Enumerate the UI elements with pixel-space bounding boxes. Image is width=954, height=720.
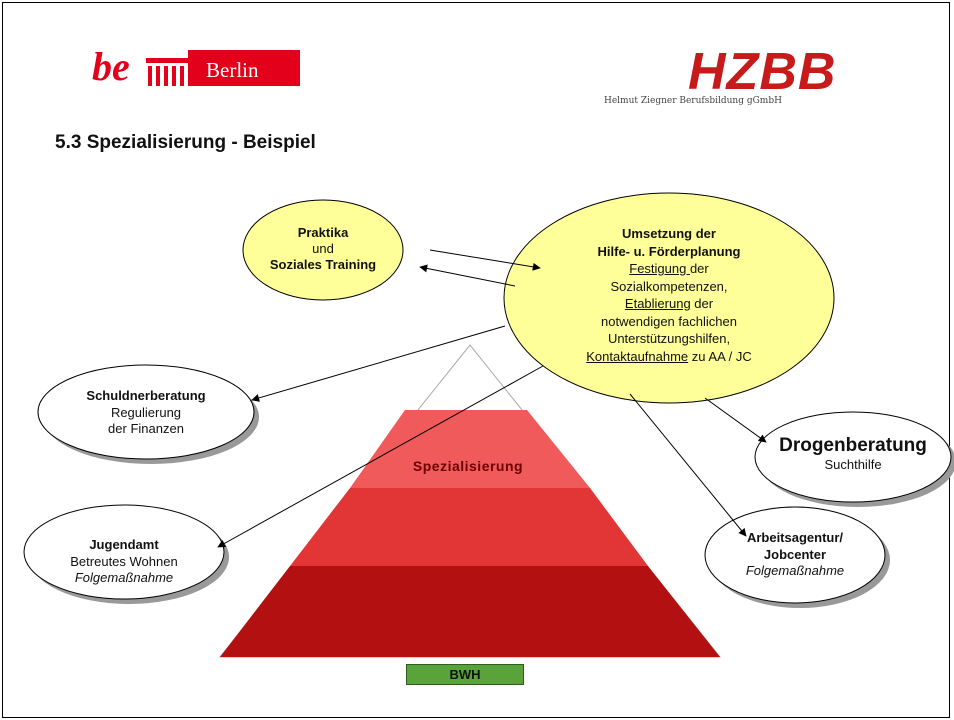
berlin-logo-be: be <box>92 44 130 89</box>
jugendamt-title: Jugendamt <box>89 537 159 552</box>
schuldner-ellipse <box>37 364 255 460</box>
umsetzung-ellipse <box>503 192 835 404</box>
schuldner-title: Schuldnerberatung <box>86 388 206 403</box>
arrow-to-jugendamt <box>217 365 544 548</box>
arrow-to-drogenberatung <box>704 397 767 443</box>
arrow-umsetzung-to-praktika <box>419 264 516 287</box>
node-shapes <box>23 192 954 608</box>
bwh-label: BWH <box>406 664 524 685</box>
pyramid-level-4 <box>350 410 590 488</box>
berlin-logo-box <box>188 50 300 86</box>
pyramid-level-3 <box>290 488 648 566</box>
pyramid-label: Spezialisierung <box>412 458 524 474</box>
praktika-node: Praktika und Soziales Training <box>253 225 393 273</box>
praktika-soziales-training: Soziales Training <box>269 257 377 272</box>
arrow-praktika-to-umsetzung <box>429 249 541 271</box>
brandenburg-gate-icon <box>146 58 190 86</box>
jugendamt-folgemassnahme: Folgemaßnahme <box>74 570 174 585</box>
umsetzung-kontakt-rest: zu AA / JC <box>688 348 752 364</box>
umsetzung-title-2: Hilfe- u. Förderplanung <box>597 243 741 259</box>
arbeit-folgemassnahme: Folgemaßnahme <box>745 563 845 578</box>
jugendamt-ellipse <box>23 504 225 600</box>
drogen-suchthilfe: Suchthilfe <box>824 457 882 472</box>
arrows <box>217 249 767 548</box>
berlin-logo: be Berlin <box>92 44 300 89</box>
berlin-logo-text: Berlin <box>206 58 259 82</box>
umsetzung-notwendigen: notwendigen fachlichen <box>601 313 737 329</box>
pyramid <box>218 344 722 658</box>
schuldner-finanzen: der Finanzen <box>108 421 184 436</box>
jugendamt-betreutes-wohnen: Betreutes Wohnen <box>70 553 178 569</box>
arbeit-title-1: Arbeitsagentur/ <box>746 530 844 545</box>
drogen-title: Drogenberatung <box>779 435 927 456</box>
umsetzung-kontaktaufnahme: Kontaktaufnahme <box>586 348 689 364</box>
pyramid-level-1 <box>220 566 720 657</box>
praktika-und: und <box>312 241 334 256</box>
hzbb-logo-subtitle: Helmut Ziegner Berufsbildung gGmbH <box>604 96 782 106</box>
umsetzung-unterstuetzung: Unterstützungshilfen, <box>607 331 731 346</box>
umsetzung-festigung: Festigung <box>629 261 690 276</box>
arbeit-title-2: Jobcenter <box>763 546 827 562</box>
jugendamt-node: Jugendamt Betreutes Wohnen Folgemaßnahme <box>44 537 204 587</box>
umsetzung-sozialkompetenzen: Sozialkompetenzen, <box>610 278 728 294</box>
umsetzung-kontakt-line: Kontaktaufnahme zu AA / JC <box>539 348 799 366</box>
umsetzung-festigung-line: Festigung der <box>539 260 799 278</box>
schuldner-regulierung: Regulierung <box>110 404 182 420</box>
schuldner-node: Schuldnerberatung Regulierung der Finanz… <box>66 388 226 438</box>
slide-title: 5.3 Spezialisierung - Beispiel <box>55 132 316 153</box>
arbeit-node: Arbeitsagentur/ Jobcenter Folgemaßnahme <box>720 530 870 580</box>
umsetzung-festigung-rest: der <box>689 261 709 276</box>
umsetzung-etablierung-line: Etablierung der <box>539 295 799 313</box>
drogen-node: Drogenberatung Suchthilfe <box>758 435 948 473</box>
arbeit-ellipse <box>704 506 886 604</box>
arrow-to-arbeitsagentur <box>629 393 747 537</box>
drogen-ellipse <box>754 411 952 503</box>
praktika-title: Praktika <box>297 225 349 240</box>
praktika-ellipse <box>242 199 404 301</box>
umsetzung-etablierung: Etablierung <box>624 296 691 311</box>
umsetzung-etablierung-rest: der <box>690 296 714 311</box>
arrow-to-schuldner <box>251 325 506 402</box>
umsetzung-title-1: Umsetzung der <box>622 226 716 241</box>
umsetzung-node: Umsetzung der Hilfe- u. Förderplanung Fe… <box>539 225 799 365</box>
hzbb-logo: HZBB <box>688 43 837 101</box>
